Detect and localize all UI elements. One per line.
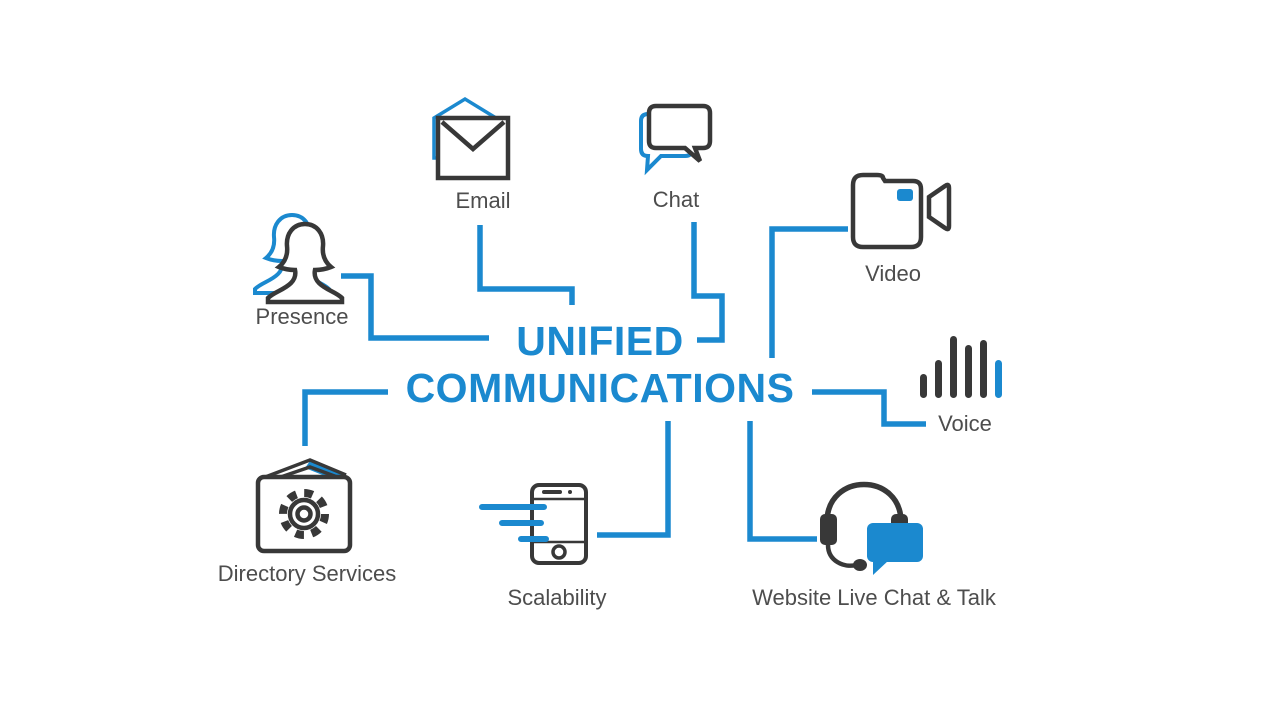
connector-email: [477, 225, 575, 305]
diagram-title-line2: COMMUNICATIONS: [405, 365, 795, 411]
connector-chat: [691, 222, 725, 343]
voice-soundbars-icon: [920, 336, 1002, 398]
chat-bubbles-icon: [639, 103, 713, 176]
connector-video: [769, 226, 848, 358]
video-label: Video: [865, 261, 921, 286]
directory-book-gear-icon: [255, 458, 353, 554]
connector-presence: [341, 273, 489, 341]
connector-voice: [812, 389, 926, 427]
presence-label: Presence: [255, 304, 349, 329]
email-envelope-icon: [432, 96, 511, 181]
diagram-title: UNIFIED COMMUNICATIONS: [406, 318, 795, 412]
connector-directory: [302, 389, 388, 446]
connector-website: [747, 421, 817, 542]
presence-people-icon: [253, 212, 345, 305]
voice-label: Voice: [938, 411, 992, 436]
directory-services-label: Directory Services: [217, 561, 397, 586]
video-camera-icon: [850, 172, 952, 250]
scalability-phone-icon: [479, 483, 588, 565]
scalability-label: Scalability: [507, 585, 607, 610]
website-live-chat-label: Website Live Chat & Talk: [752, 585, 996, 610]
connector-scalability: [597, 421, 671, 538]
headset-livechat-icon: [820, 481, 923, 575]
email-label: Email: [455, 188, 511, 213]
chat-label: Chat: [652, 187, 700, 212]
diagram-title-line1: UNIFIED: [516, 318, 684, 364]
